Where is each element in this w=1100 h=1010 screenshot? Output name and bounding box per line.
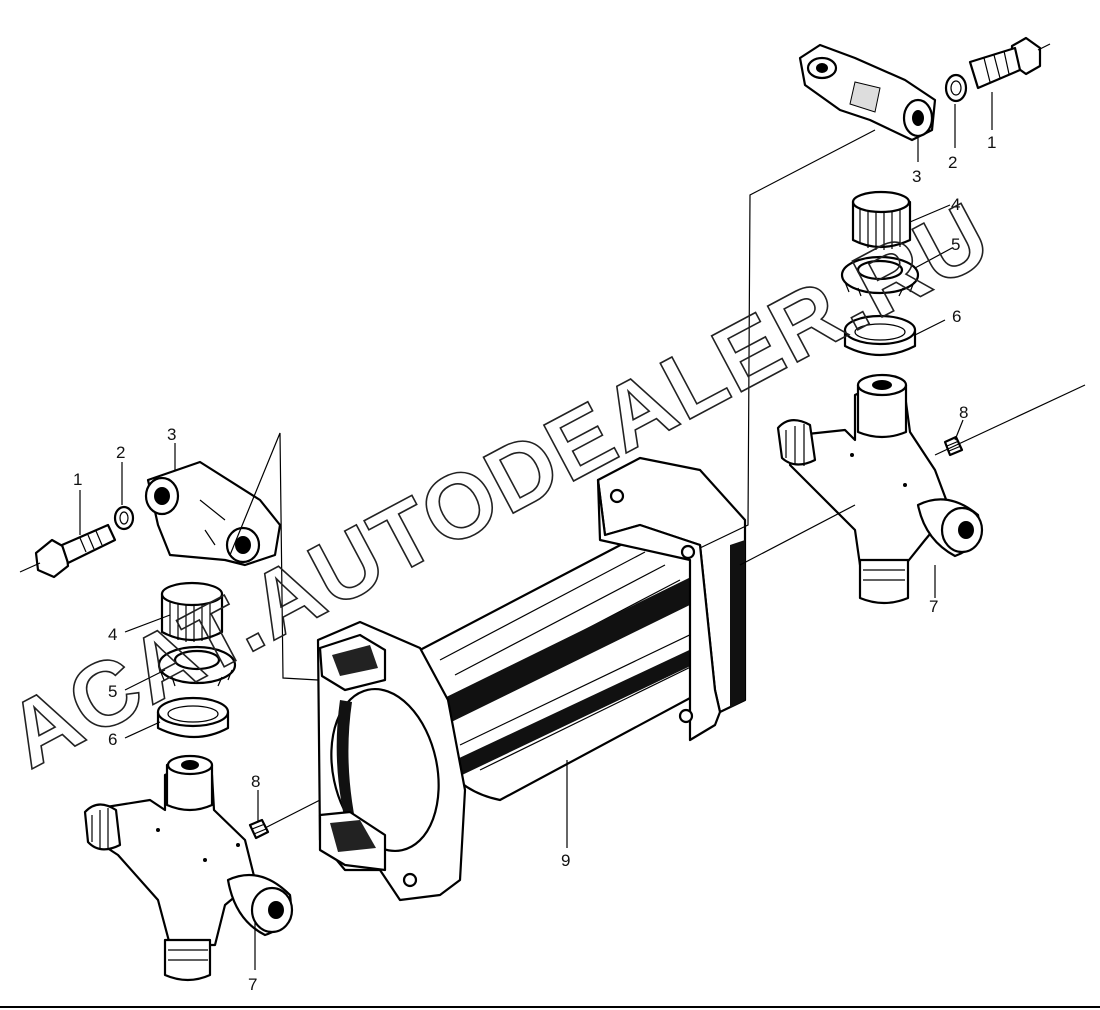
- right-spline-sleeve-part-4: [851, 190, 912, 250]
- callout-right-6: 6: [952, 307, 961, 326]
- right-washer-part-2: [944, 73, 968, 103]
- callout-left-3: 3: [167, 425, 176, 444]
- callout-left-6: 6: [108, 730, 117, 749]
- left-assembly: [19, 432, 321, 982]
- right-cross-part-7: [776, 373, 984, 605]
- callout-right-4: 4: [951, 195, 960, 214]
- callout-right-8: 8: [959, 403, 968, 422]
- left-yoke-part-3: [144, 460, 282, 567]
- left-cross-part-7: [83, 754, 294, 982]
- callout-right-7: 7: [929, 597, 938, 616]
- callout-left-1: 1: [73, 470, 82, 489]
- left-washer-part-2: [113, 505, 135, 531]
- left-nut-part-5: [157, 645, 237, 687]
- left-spline-sleeve-part-4: [160, 581, 224, 642]
- callout-left-5: 5: [108, 682, 117, 701]
- callout-right-5: 5: [951, 235, 960, 254]
- callout-left-8: 8: [251, 772, 260, 791]
- right-bolt-part-1: [968, 36, 1051, 90]
- housing-tube-part-9: [316, 456, 747, 902]
- right-assembly: [699, 36, 1086, 605]
- right-yoke-part-3: [798, 43, 937, 142]
- callout-left-4: 4: [108, 625, 117, 644]
- right-nut-part-5: [840, 255, 920, 297]
- right-ring-part-6: [843, 314, 917, 356]
- left-grease-fitting-part-8: [248, 818, 270, 840]
- callout-left-7: 7: [248, 975, 257, 994]
- callout-left-2: 2: [116, 443, 125, 462]
- left-ring-part-6: [156, 696, 230, 738]
- callout-right-3: 3: [912, 167, 921, 186]
- callout-center-9: 9: [561, 851, 570, 870]
- left-bolt-part-1: [19, 523, 117, 579]
- callout-right-2: 2: [948, 153, 957, 172]
- callout-right-1: 1: [987, 133, 996, 152]
